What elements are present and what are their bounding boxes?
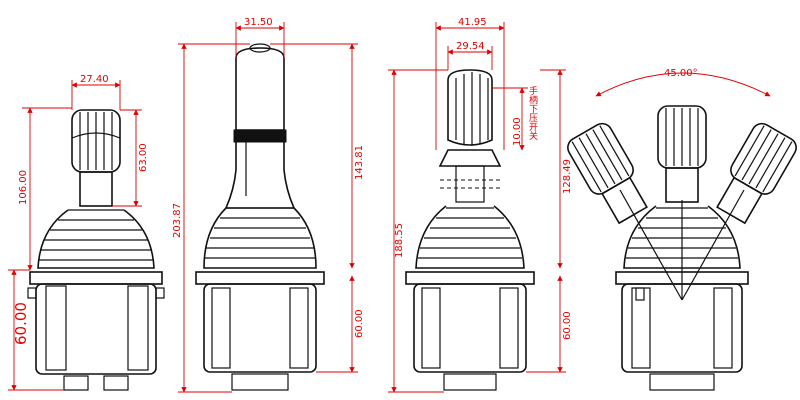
- bellows-4: [623, 205, 741, 269]
- base-2: [195, 271, 325, 391]
- view-2-dimensions: 31.50 203.87 143.81 60.00: [172, 17, 365, 393]
- tilt-angle-label: 45.00°: [664, 68, 698, 79]
- bellows-3: [415, 205, 525, 269]
- view-2-above-base-label: 143.81: [354, 145, 365, 180]
- base-height-label: 60.00: [12, 302, 30, 345]
- view-1-dimensions: 27.40 106.00 63.00 60.00: [8, 74, 149, 391]
- view-4: 45.00°: [567, 68, 797, 391]
- inner-width-label: 29.54: [456, 41, 485, 52]
- total-height-label: 106.00: [18, 170, 29, 205]
- knob-width-label: 27.40: [80, 74, 109, 85]
- view-4-dimensions: 45.00°: [595, 68, 771, 97]
- view-3-total-height-label: 188.55: [394, 223, 405, 258]
- bellows-1: [37, 209, 155, 269]
- view-3-above-base-label: 128.49: [562, 159, 573, 194]
- view-2: 31.50 203.87 143.81 60.00: [172, 17, 365, 393]
- base-1: [27, 271, 165, 391]
- knob-4-center: [657, 105, 707, 203]
- outer-width-label: 41.95: [458, 17, 487, 28]
- knob-3: [438, 69, 502, 203]
- bellows-2: [203, 207, 317, 269]
- knob-1: [71, 109, 121, 207]
- view-3-dimensions: 41.95 29.54 10.00 手柄下压开关 188.55 128.49 6…: [388, 17, 573, 393]
- view-3: 41.95 29.54 10.00 手柄下压开关 188.55 128.49 6…: [388, 17, 573, 393]
- view-1: 27.40 106.00 63.00 60.00: [8, 74, 165, 391]
- handle-width-label: 31.50: [244, 17, 273, 28]
- handle-2: [224, 43, 296, 209]
- base-3: [405, 271, 535, 391]
- view-3-base-height-label: 60.00: [562, 311, 573, 340]
- push-switch-note: 手柄下压开关: [527, 85, 538, 141]
- base-4: [615, 271, 749, 391]
- push-travel-label: 10.00: [512, 117, 523, 146]
- knob-4-left: [567, 122, 648, 225]
- view-2-total-height-label: 203.87: [172, 203, 183, 238]
- knob-4-right: [716, 122, 797, 225]
- view-2-base-height-label: 60.00: [354, 309, 365, 338]
- knob-height-label: 63.00: [138, 143, 149, 172]
